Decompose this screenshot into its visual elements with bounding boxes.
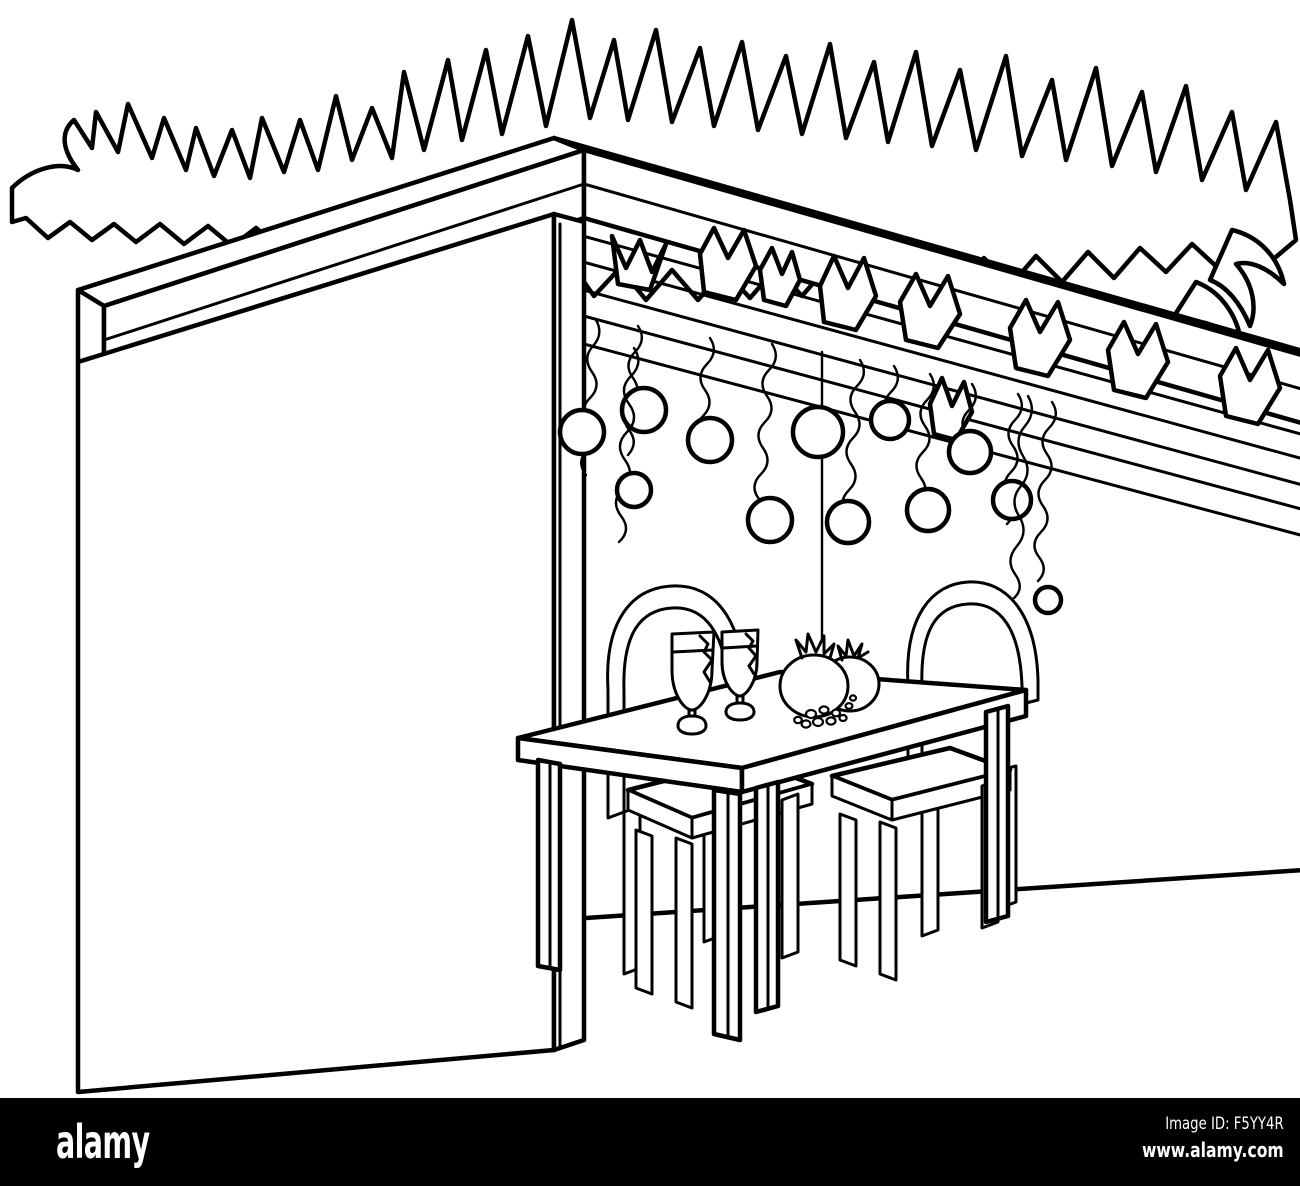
sukkah-illustration: .ln { fill:none; stroke:#000; stroke-wid…	[9, 17, 1300, 1095]
image-id-label: Image ID: F5YY4R	[1165, 1114, 1284, 1134]
hanging-decoration	[904, 372, 952, 534]
pomegranate-seeds	[793, 694, 858, 729]
alamy-logo: alamy	[56, 1115, 150, 1169]
hanging-decoration	[868, 364, 912, 442]
hanging-decoration	[1032, 400, 1064, 616]
wine-glass-left	[670, 630, 716, 736]
hanging-decoration	[685, 336, 735, 465]
hanging-decoration	[790, 350, 846, 642]
hanging-decoration	[557, 318, 607, 477]
hanging-decorations	[557, 318, 1064, 642]
sukkah-vector-scene: .ln { fill:none; stroke:#000; stroke-wid…	[9, 17, 1300, 1095]
hanging-decoration	[745, 342, 795, 545]
hanging-decoration	[824, 358, 872, 546]
alamy-url: www.alamy.com	[1142, 1138, 1284, 1162]
hanging-decoration	[990, 392, 1034, 526]
table	[515, 669, 1029, 1043]
wine-glass-right	[720, 628, 760, 722]
hanging-decoration	[946, 382, 994, 476]
hanging-decoration	[1009, 394, 1033, 600]
lattice-beams	[537, 225, 1300, 537]
left-wall	[75, 211, 557, 1095]
alamy-watermark-bar: alamy Image ID: F5YY4R www.alamy.com	[0, 1098, 1300, 1186]
watermark-meta: Image ID: F5YY4R www.alamy.com	[1102, 1112, 1284, 1164]
hanging-decoration	[614, 346, 654, 544]
